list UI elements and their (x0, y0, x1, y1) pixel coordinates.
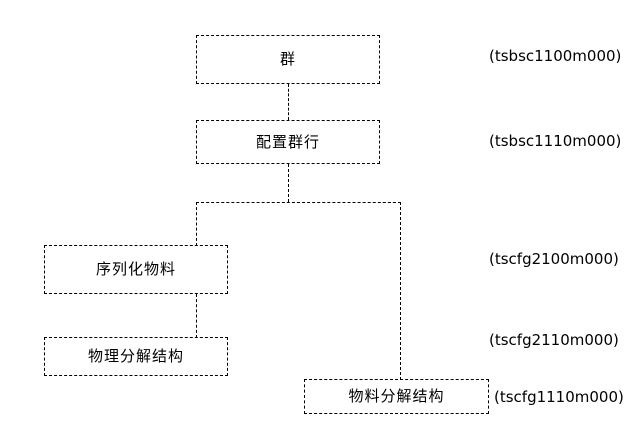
session-code-group: (tsbsc1100m000) (489, 47, 622, 65)
node-material-breakdown-structure[interactable]: 物料分解结构 (304, 379, 489, 414)
session-code-serialized-item: (tscfg2100m000) (489, 250, 619, 268)
node-config-row[interactable]: 配置群行 (196, 120, 380, 164)
connector-serialized-to-physical (196, 294, 197, 338)
session-code-physical-breakdown-structure: (tscfg2110m000) (489, 331, 619, 349)
connector-horizontal-bus (196, 202, 401, 203)
session-code-config-row: (tsbsc1110m000) (489, 132, 622, 150)
node-material-breakdown-structure-label: 物料分解结构 (348, 387, 445, 405)
node-group[interactable]: 群 (196, 35, 380, 84)
node-config-row-label: 配置群行 (255, 132, 320, 151)
node-serialized-item-label: 序列化物料 (95, 260, 176, 278)
node-group-label: 群 (279, 50, 296, 68)
connector-config-row-to-bus (288, 164, 289, 202)
session-code-material-breakdown-structure: (tscfg1110m000) (494, 388, 624, 406)
node-serialized-item[interactable]: 序列化物料 (44, 245, 228, 294)
connector-group-to-config-row (288, 84, 289, 120)
node-physical-breakdown-structure[interactable]: 物理分解结构 (44, 337, 228, 376)
connector-bus-to-material (400, 202, 401, 380)
node-physical-breakdown-structure-label: 物理分解结构 (87, 347, 184, 365)
connector-bus-to-serialized (196, 202, 197, 246)
